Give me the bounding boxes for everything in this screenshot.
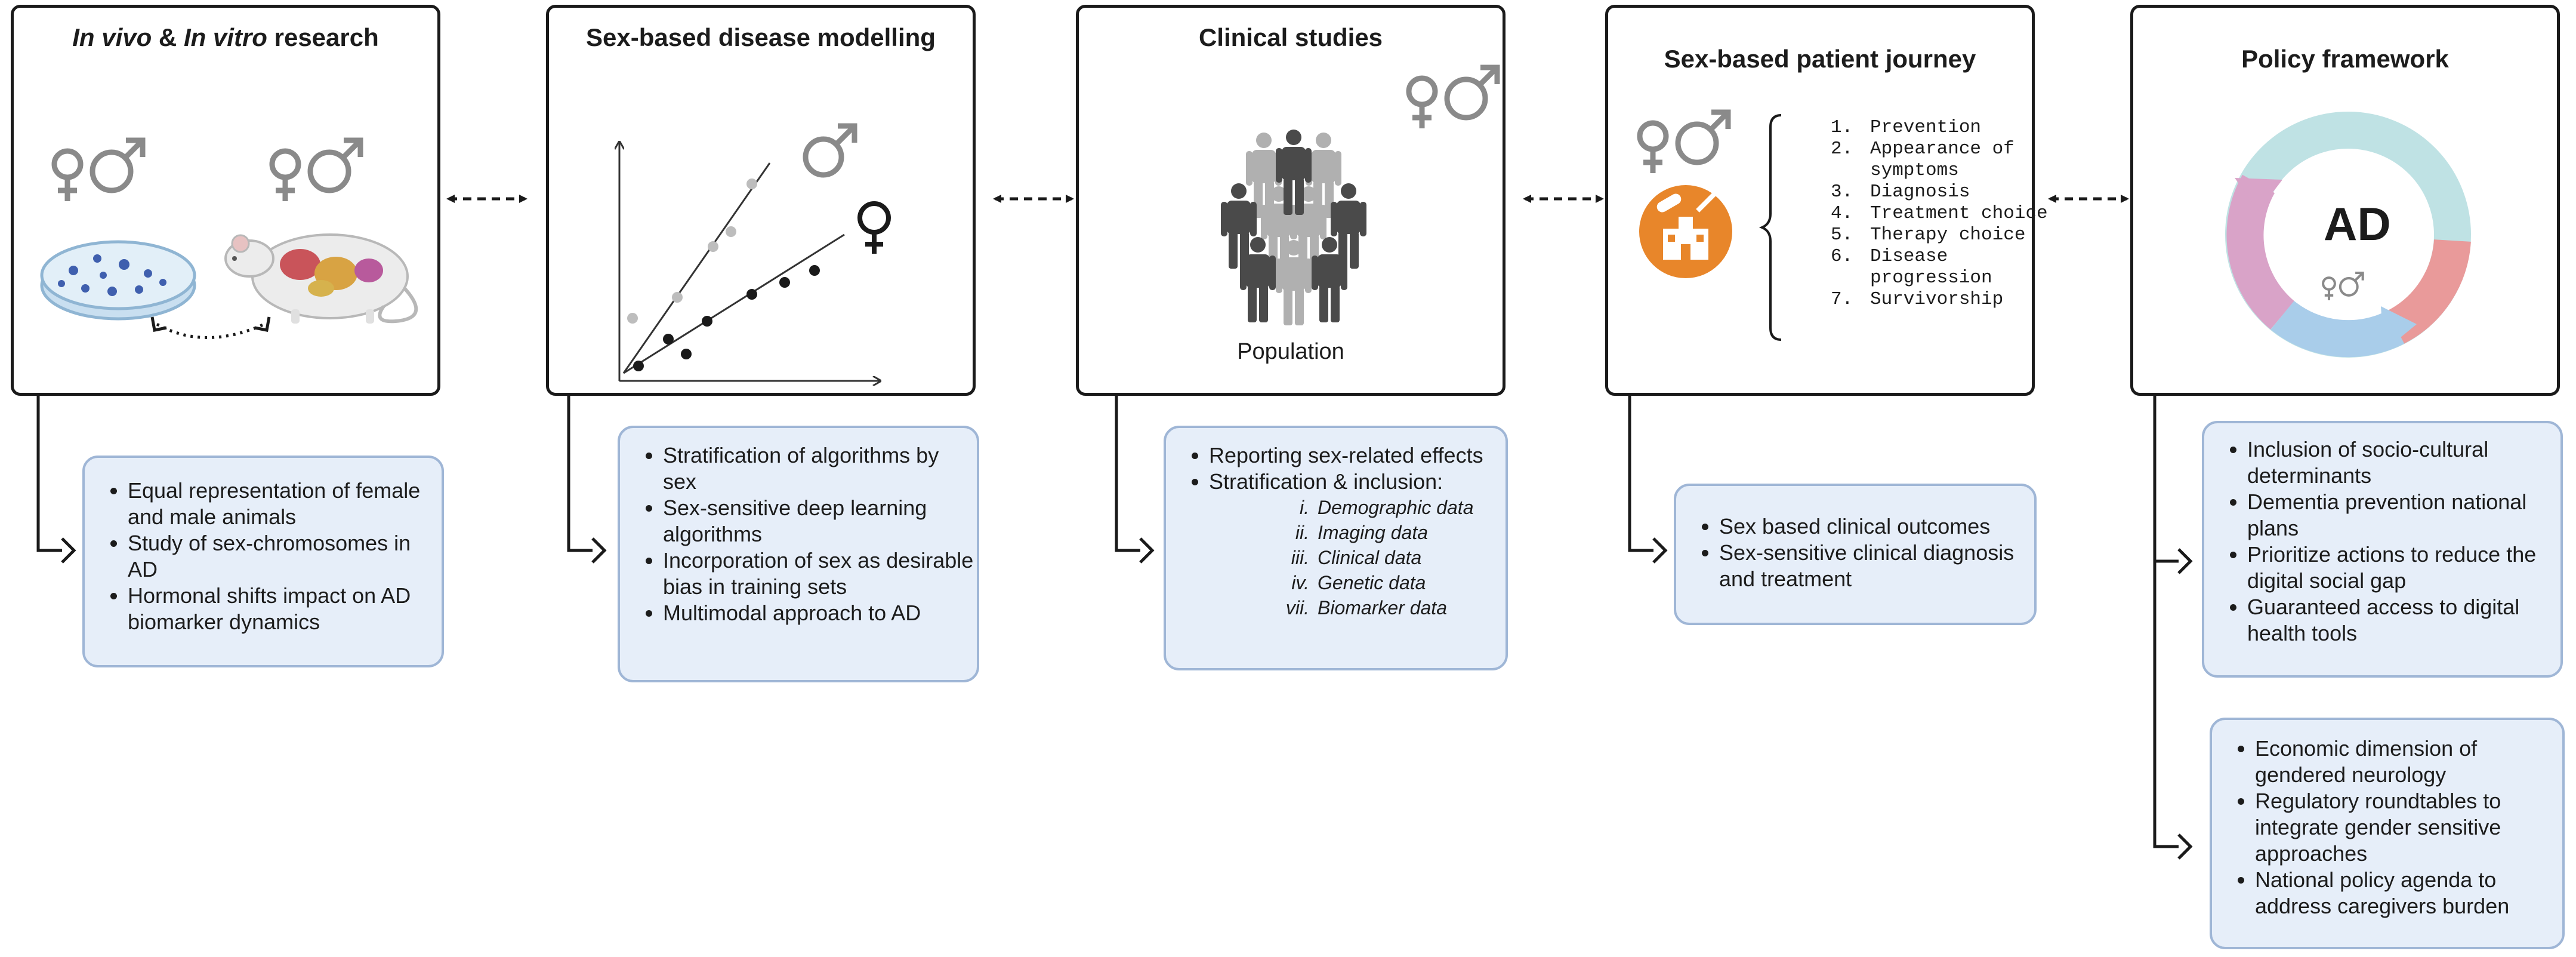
note-clinical-subitem: iv.Genetic data bbox=[1291, 572, 1426, 593]
panel-research-title: In vivo & In vitro research bbox=[14, 23, 437, 52]
note-clinical-subitem: iii.Clinical data bbox=[1291, 547, 1422, 568]
note-research-item: Equal representation of female and male … bbox=[128, 478, 442, 530]
male-symbol-icon bbox=[803, 123, 857, 178]
female-trend-line bbox=[623, 233, 845, 374]
research-illustration bbox=[40, 8, 418, 339]
note-clinical-subitem: i.Demographic data bbox=[1300, 497, 1474, 518]
panel-clinical-title: Clinical studies bbox=[1198, 23, 1383, 51]
note-policy-item: Guaranteed access to digital health tool… bbox=[2247, 594, 2560, 647]
note-clinical: Reporting sex-related effects Stratifica… bbox=[1164, 426, 1508, 670]
journey-brace bbox=[1759, 114, 1782, 341]
journey-step: 4.Treatment choice bbox=[1831, 203, 2048, 224]
title-in-vivo: In vivo bbox=[72, 23, 152, 51]
note-journey-item: Sex-sensitive clinical diagnosis and tre… bbox=[1719, 540, 2034, 592]
note-modelling-item: Incorporation of sex as desirable bias i… bbox=[663, 547, 977, 600]
title-in-vitro: In vitro bbox=[183, 23, 267, 51]
note-modelling-item: Sex-sensitive deep learning algorithms bbox=[663, 495, 977, 547]
note-policy-item: Prioritize actions to reduce the digital… bbox=[2247, 541, 2560, 594]
female-male-symbol-icon bbox=[54, 140, 143, 201]
female-male-symbol-icon bbox=[1640, 112, 1728, 173]
panel-research: In vivo & In vitro research bbox=[11, 5, 440, 396]
hospital-medicine-icon bbox=[1639, 184, 1732, 278]
male-points bbox=[627, 179, 757, 324]
journey-step: 7.Survivorship bbox=[1831, 289, 2004, 310]
note-clinical-sublist: i.Demographic data ii.Imaging data iii.C… bbox=[1166, 495, 1506, 620]
dish-mouse-link bbox=[150, 316, 271, 339]
note-research: Equal representation of female and male … bbox=[82, 456, 444, 667]
journey-step: 5.Therapy choice bbox=[1831, 224, 2026, 245]
panel-clinical: Clinical studies Po bbox=[1076, 5, 1506, 396]
note-clinical-subitem: ii.Imaging data bbox=[1295, 522, 1429, 543]
female-male-symbol-icon bbox=[1409, 67, 1497, 128]
population-label: Population bbox=[1237, 339, 1344, 364]
note-journey-item: Sex based clinical outcomes bbox=[1719, 513, 2034, 540]
note-research-item: Study of sex-chromosomes in AD bbox=[128, 530, 442, 583]
note-modelling: Stratification of algorithms by sex Sex-… bbox=[618, 426, 979, 682]
population-icon bbox=[1221, 130, 1366, 325]
petri-dish-icon bbox=[40, 240, 196, 321]
note-journey: Sex based clinical outcomes Sex-sensitiv… bbox=[1674, 484, 2037, 625]
journey-illustration bbox=[1608, 8, 1782, 341]
panel-policy: Policy framework bbox=[2130, 5, 2560, 396]
female-symbol-icon bbox=[857, 201, 891, 254]
journey-steps-list: 1.Prevention 2.Appearance of symptoms 3.… bbox=[1831, 117, 2048, 310]
note-policy-item: National policy agenda to address caregi… bbox=[2255, 867, 2562, 919]
note-clinical-subitem: vii.Biomarker data bbox=[1285, 597, 1447, 618]
journey-step: 3.Diagnosis bbox=[1831, 181, 1970, 202]
note-clinical-item: Stratification & inclusion: bbox=[1209, 469, 1506, 495]
note-policy-item: Dementia prevention national plans bbox=[2247, 489, 2560, 541]
title-research: research bbox=[267, 23, 379, 51]
note-modelling-item: Stratification of algorithms by sex bbox=[663, 442, 977, 495]
note-policy-1: Inclusion of socio-cultural determinants… bbox=[2202, 421, 2563, 678]
female-male-symbol-icon bbox=[272, 140, 360, 201]
note-research-item: Hormonal shifts impact on AD biomarker d… bbox=[128, 583, 442, 635]
title-ampersand: & bbox=[152, 23, 184, 51]
note-clinical-item: Reporting sex-related effects bbox=[1209, 442, 1506, 469]
connector-policy bbox=[2143, 358, 2193, 860]
scatter-plot-icon bbox=[549, 123, 891, 393]
male-trend-line bbox=[622, 162, 771, 374]
panel-journey-title: Sex-based patient journey bbox=[1664, 45, 1976, 73]
panel-modelling-title: Sex-based disease modelling bbox=[586, 23, 936, 51]
cycle-ring-icon bbox=[2225, 112, 2471, 358]
female-points bbox=[633, 265, 820, 371]
journey-step: 1.Prevention bbox=[1831, 117, 1982, 138]
note-policy-item: Economic dimension of gendered neurology bbox=[2255, 736, 2562, 788]
journey-step: progression bbox=[1870, 267, 1992, 288]
panel-modelling: Sex-based disease modelling bbox=[546, 5, 976, 396]
clinical-illustration bbox=[1221, 8, 1503, 325]
note-policy-item: Regulatory roundtables to integrate gend… bbox=[2255, 788, 2562, 867]
journey-step: 6.Disease bbox=[1831, 246, 1948, 267]
panel-journey: Sex-based patient journey bbox=[1605, 5, 2035, 396]
panel-policy-title: Policy framework bbox=[2241, 45, 2449, 73]
journey-step: 2.Appearance of bbox=[1831, 139, 2014, 159]
note-policy-2: Economic dimension of gendered neurology… bbox=[2210, 718, 2565, 949]
note-policy-item: Inclusion of socio-cultural determinants bbox=[2247, 436, 2560, 489]
journey-step: symptoms bbox=[1870, 160, 1959, 181]
female-male-symbol-icon bbox=[2322, 271, 2364, 300]
note-modelling-item: Multimodal approach to AD bbox=[663, 600, 977, 626]
ad-center-label: AD bbox=[2324, 198, 2391, 250]
mouse-anatomy-icon bbox=[224, 233, 418, 324]
